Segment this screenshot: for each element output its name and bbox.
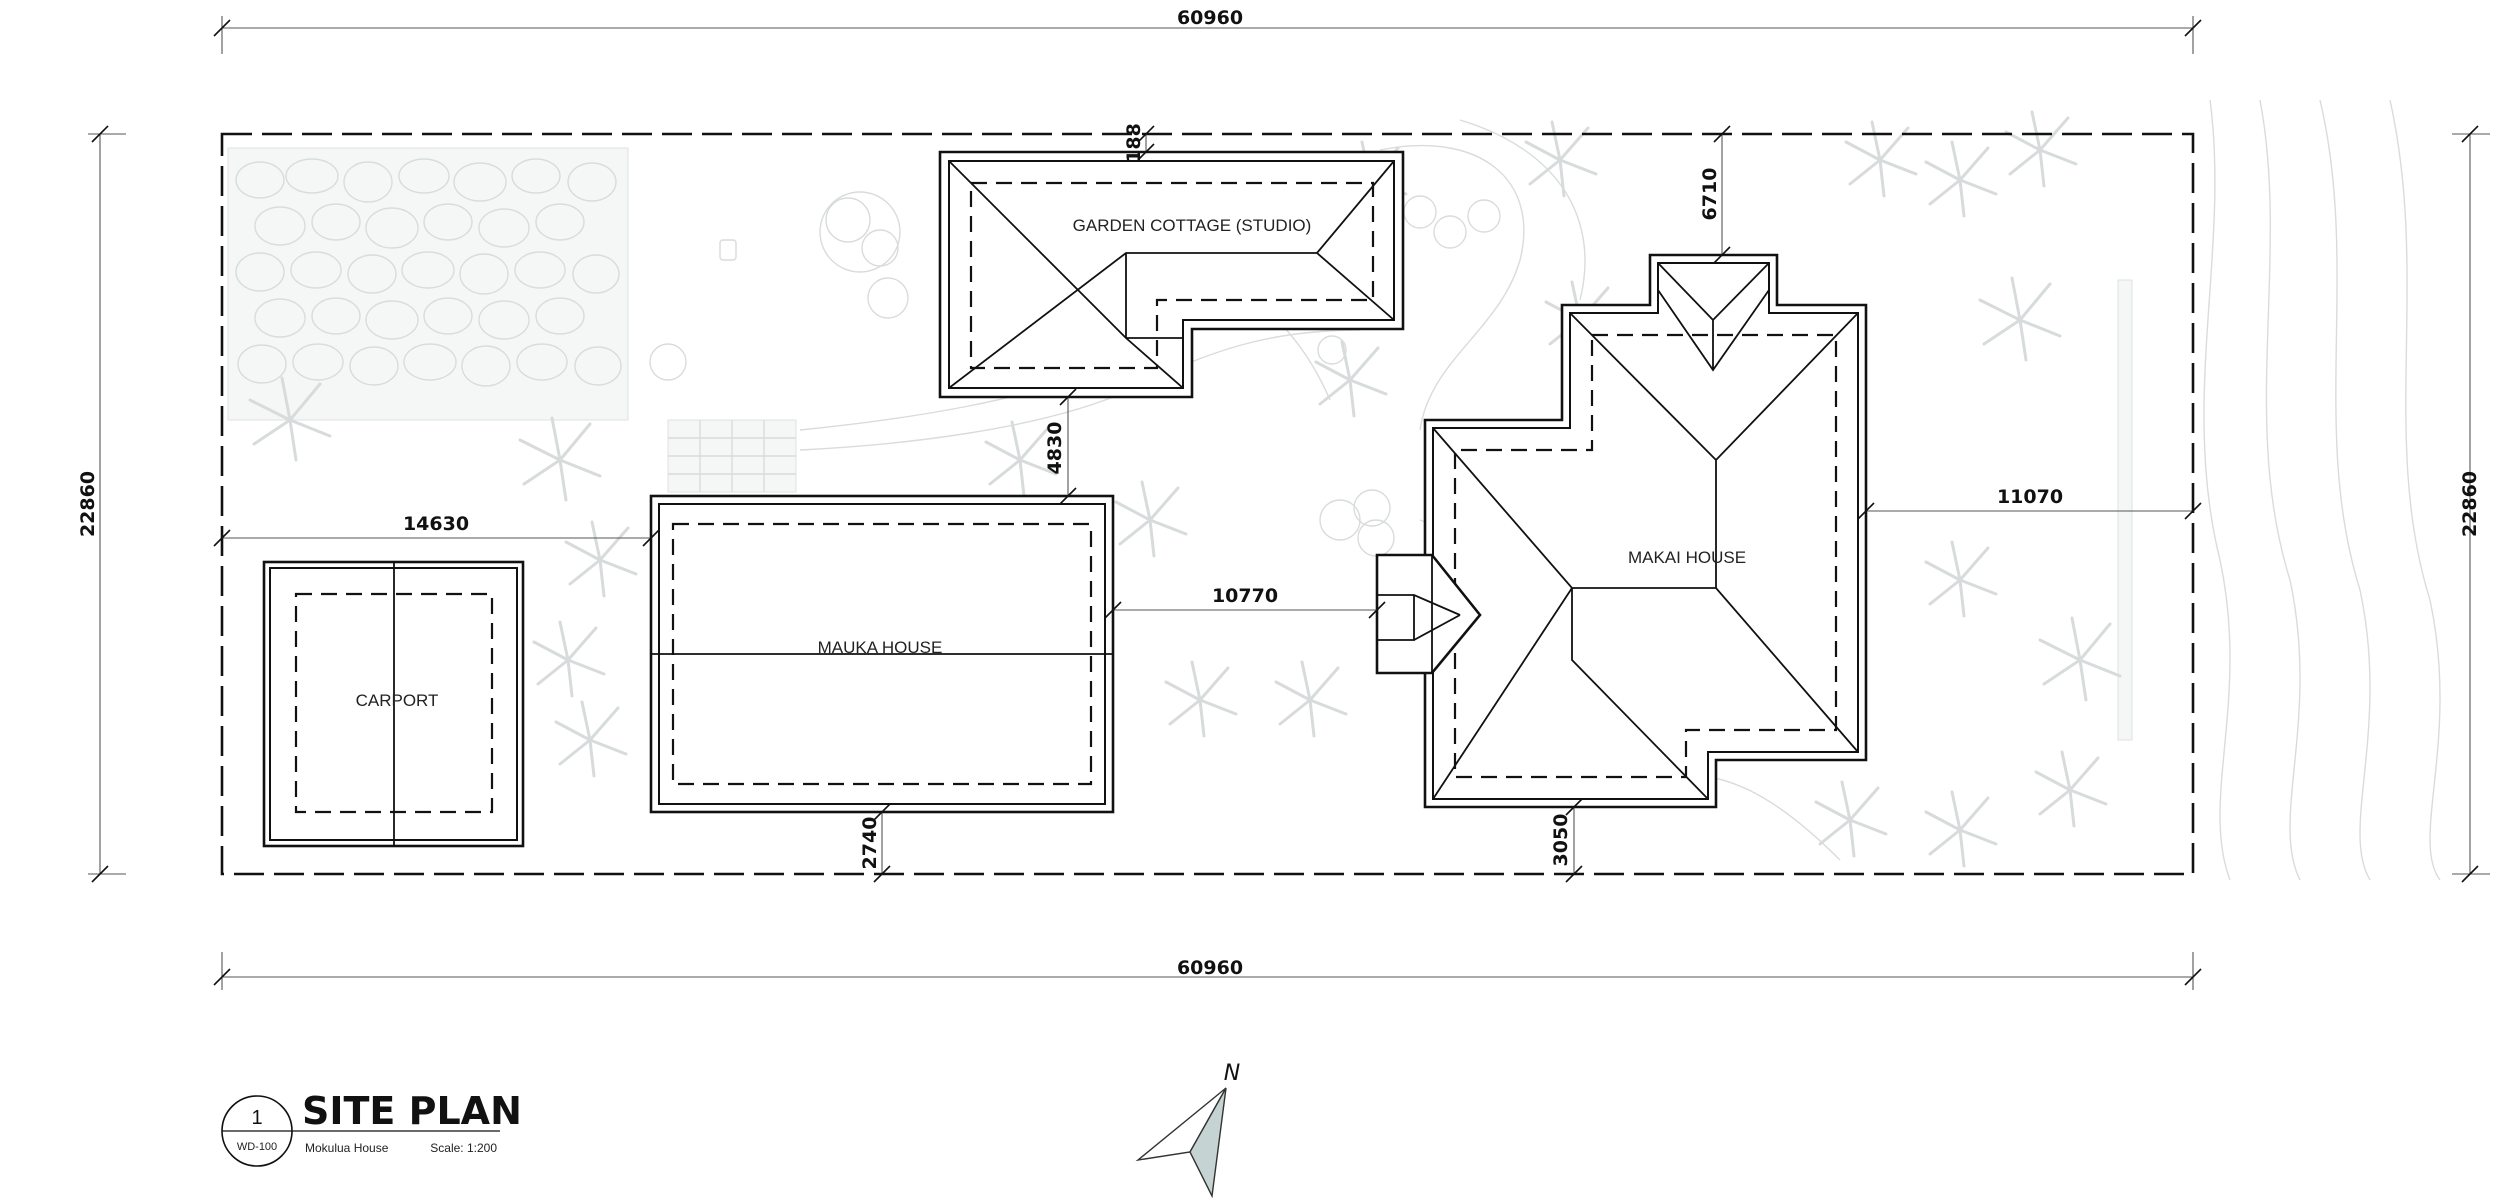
brick-lines (668, 420, 796, 492)
dim-bottom-width: 60960 (1177, 957, 1243, 979)
drawing-scale: Scale: 1:200 (430, 1141, 497, 1155)
carport-label: CARPORT (356, 691, 439, 710)
north-label: N (1224, 1061, 1240, 1086)
garden-cottage-roof (938, 150, 1405, 399)
carport-roof (262, 560, 525, 848)
mauka-house-roof (649, 494, 1115, 814)
dim-mauka-setback-bottom: 2740 (859, 817, 881, 870)
boardwalk (2117, 279, 2133, 741)
dimension-lines (88, 16, 2490, 990)
dim-cottage-setback-top: 188 (1123, 123, 1145, 163)
makai-house-label: MAKAI HOUSE (1628, 548, 1746, 567)
property-boundary (220, 132, 2195, 876)
mauka-house-label: MAUKA HOUSE (818, 638, 943, 657)
shoreline (2203, 99, 2441, 881)
shrubs (649, 191, 1501, 557)
garden-cottage-label: GARDEN COTTAGE (STUDIO) (1073, 216, 1312, 235)
dim-mauka-setback-left: 14630 (403, 513, 469, 535)
dim-makai-setback-right: 11070 (1997, 486, 2063, 508)
stone-pattern (235, 158, 622, 387)
dim-left-depth: 22860 (77, 471, 99, 537)
dim-cottage-to-mauka: 4830 (1044, 422, 1066, 475)
dim-makai-setback-top: 6710 (1699, 168, 1721, 221)
sheet-number: WD-100 (237, 1141, 277, 1153)
dimension-labels: 60960 60960 22860 22860 188 4830 14630 1… (77, 7, 2481, 979)
dim-makai-setback-bottom: 3050 (1550, 814, 1572, 867)
dim-right-depth: 22860 (2459, 471, 2481, 537)
title-block: 1 WD-100 SITE PLAN Mokulua House Scale: … (221, 1089, 522, 1167)
stone-patio (227, 147, 629, 421)
north-arrow: N (1135, 1061, 1240, 1199)
view-number: 1 (251, 1107, 262, 1129)
drawing-title: SITE PLAN (302, 1089, 522, 1133)
dim-top-width: 60960 (1177, 7, 1243, 29)
north-arrow-right-half (1189, 1087, 1227, 1199)
dim-mauka-to-makai: 10770 (1212, 585, 1278, 607)
makai-house-roof (1375, 253, 1868, 809)
project-name: Mokulua House (305, 1141, 389, 1155)
